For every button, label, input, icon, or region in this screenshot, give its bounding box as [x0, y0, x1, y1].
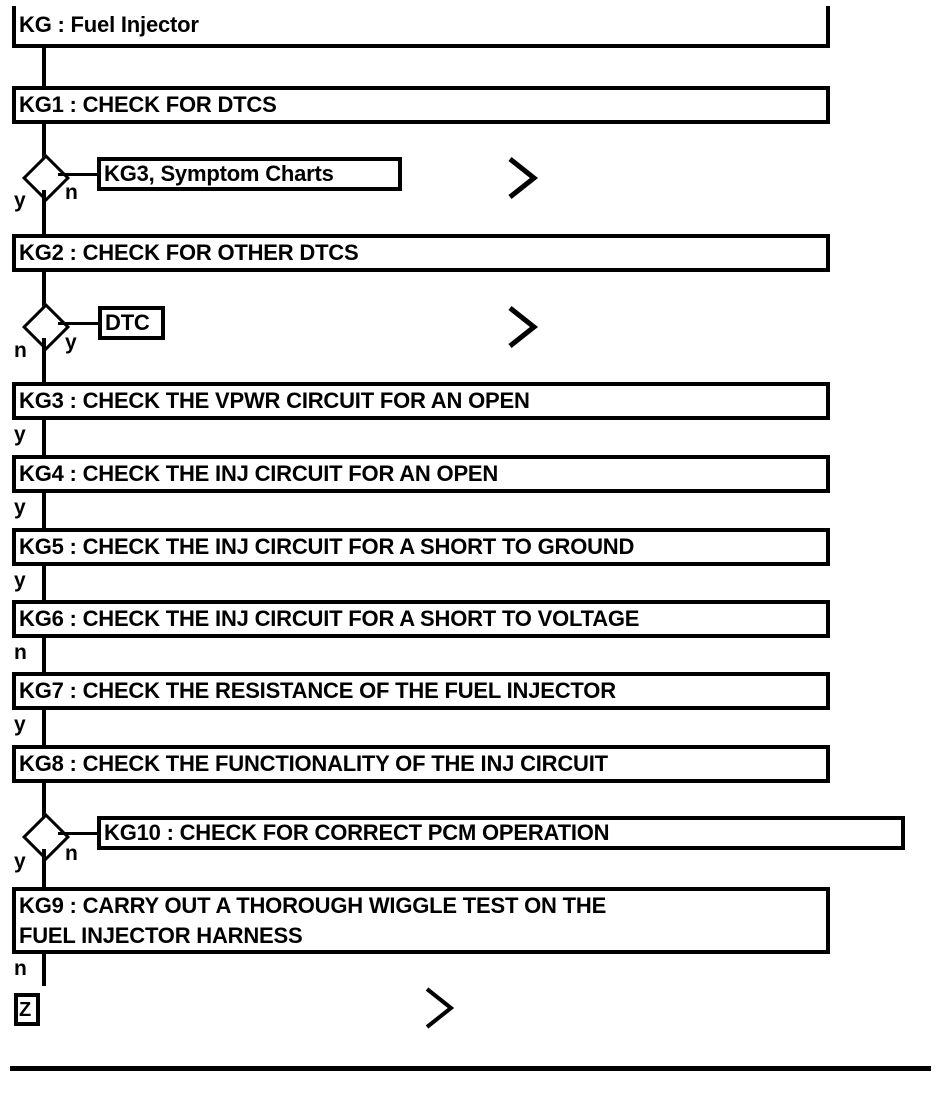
- branch-label-kg6-no: n: [14, 641, 27, 664]
- flowchart-ref-symptom-charts-label: KG3, Symptom Charts: [104, 161, 334, 186]
- connector-kg7-to-kg8: [42, 710, 46, 746]
- connector-kg6-to-kg7: [42, 638, 46, 674]
- flowchart-node-kg5-label: KG5 : CHECK THE INJ CIRCUIT FOR A SHORT …: [19, 534, 635, 559]
- chevron-right-icon-1: [506, 155, 540, 201]
- branch-label-kg9-no: n: [14, 957, 27, 980]
- connector-decision2-to-kg3: [42, 338, 46, 383]
- connector-decision3-to-kg10: [58, 832, 100, 835]
- branch-label-kg1-yes: y: [14, 189, 26, 212]
- chevron-right-icon-2: [506, 304, 540, 350]
- flowchart-node-kg4[interactable]: KG4 : CHECK THE INJ CIRCUIT FOR AN OPEN: [12, 455, 830, 493]
- decision-diamond-kg1[interactable]: [21, 153, 71, 203]
- branch-label-kg4-yes: y: [14, 496, 26, 519]
- branch-label-kg2-yes: y: [65, 331, 77, 354]
- flowchart-ref-symptom-charts[interactable]: KG3, Symptom Charts: [97, 157, 402, 191]
- flowchart-ref-z[interactable]: Z: [14, 993, 40, 1026]
- connector-kg5-to-kg6: [42, 566, 46, 602]
- flowchart-ref-dtc[interactable]: DTC: [98, 306, 165, 340]
- branch-label-kg1-no: n: [65, 181, 78, 204]
- flowchart-node-kg1[interactable]: KG1 : CHECK FOR DTCS: [12, 86, 830, 124]
- flowchart-node-header-label: KG : Fuel Injector: [19, 12, 199, 37]
- flowchart-node-kg2[interactable]: KG2 : CHECK FOR OTHER DTCS: [12, 234, 830, 272]
- connector-kg1-to-decision1: [42, 124, 46, 160]
- chevron-right-icon-3: [423, 985, 457, 1031]
- connector-kg9-to-z: [42, 954, 46, 986]
- branch-label-kg8-yes: y: [14, 850, 26, 873]
- connector-header-to-kg1: [42, 46, 46, 86]
- flowchart-node-kg9[interactable]: KG9 : CARRY OUT A THOROUGH WIGGLE TEST O…: [12, 887, 830, 954]
- connector-kg3-to-kg4: [42, 420, 46, 456]
- flowchart-node-kg3-label: KG3 : CHECK THE VPWR CIRCUIT FOR AN OPEN: [19, 388, 530, 413]
- connector-decision2-to-dtc: [58, 322, 100, 325]
- connector-decision1-to-symptom-charts: [58, 173, 100, 176]
- flowchart-node-kg5[interactable]: KG5 : CHECK THE INJ CIRCUIT FOR A SHORT …: [12, 528, 830, 566]
- flowchart-ref-kg10-label: KG10 : CHECK FOR CORRECT PCM OPERATION: [104, 820, 610, 845]
- branch-label-kg3-yes: y: [14, 423, 26, 446]
- connector-kg8-to-decision3: [42, 783, 46, 820]
- flowchart-ref-z-label: Z: [19, 998, 32, 1021]
- branch-label-kg5-yes: y: [14, 569, 26, 592]
- connector-kg4-to-kg5: [42, 493, 46, 529]
- flowchart-node-kg7-label: KG7 : CHECK THE RESISTANCE OF THE FUEL I…: [19, 678, 616, 703]
- flowchart-node-kg2-label: KG2 : CHECK FOR OTHER DTCS: [19, 240, 359, 265]
- flowchart-ref-kg10[interactable]: KG10 : CHECK FOR CORRECT PCM OPERATION: [97, 816, 905, 850]
- branch-label-kg2-no: n: [14, 339, 27, 362]
- connector-decision3-to-kg9: [42, 849, 46, 889]
- flowchart-node-kg6-label: KG6 : CHECK THE INJ CIRCUIT FOR A SHORT …: [19, 606, 640, 631]
- flowchart-node-kg9-label: KG9 : CARRY OUT A THOROUGH WIGGLE TEST O…: [19, 892, 607, 948]
- branch-label-kg8-no: n: [65, 842, 78, 865]
- flowchart-node-kg6[interactable]: KG6 : CHECK THE INJ CIRCUIT FOR A SHORT …: [12, 600, 830, 638]
- flowchart-node-kg8-label: KG8 : CHECK THE FUNCTIONALITY OF THE INJ…: [19, 751, 608, 776]
- flowchart-node-kg1-label: KG1 : CHECK FOR DTCS: [19, 92, 277, 117]
- flowchart-node-header[interactable]: KG : Fuel Injector: [12, 6, 830, 48]
- bottom-divider: [10, 1066, 931, 1071]
- decision-diamond-kg2[interactable]: [21, 302, 71, 352]
- flowchart-node-kg3[interactable]: KG3 : CHECK THE VPWR CIRCUIT FOR AN OPEN: [12, 382, 830, 420]
- flowchart-ref-dtc-label: DTC: [105, 310, 150, 335]
- connector-kg2-to-decision2: [42, 272, 46, 309]
- flowchart-node-kg4-label: KG4 : CHECK THE INJ CIRCUIT FOR AN OPEN: [19, 461, 499, 486]
- decision-diamond-kg8[interactable]: [21, 812, 71, 862]
- flowchart-node-kg7[interactable]: KG7 : CHECK THE RESISTANCE OF THE FUEL I…: [12, 672, 830, 710]
- branch-label-kg7-yes: y: [14, 713, 26, 736]
- flowchart-node-kg8[interactable]: KG8 : CHECK THE FUNCTIONALITY OF THE INJ…: [12, 745, 830, 783]
- connector-decision1-to-kg2: [42, 190, 46, 236]
